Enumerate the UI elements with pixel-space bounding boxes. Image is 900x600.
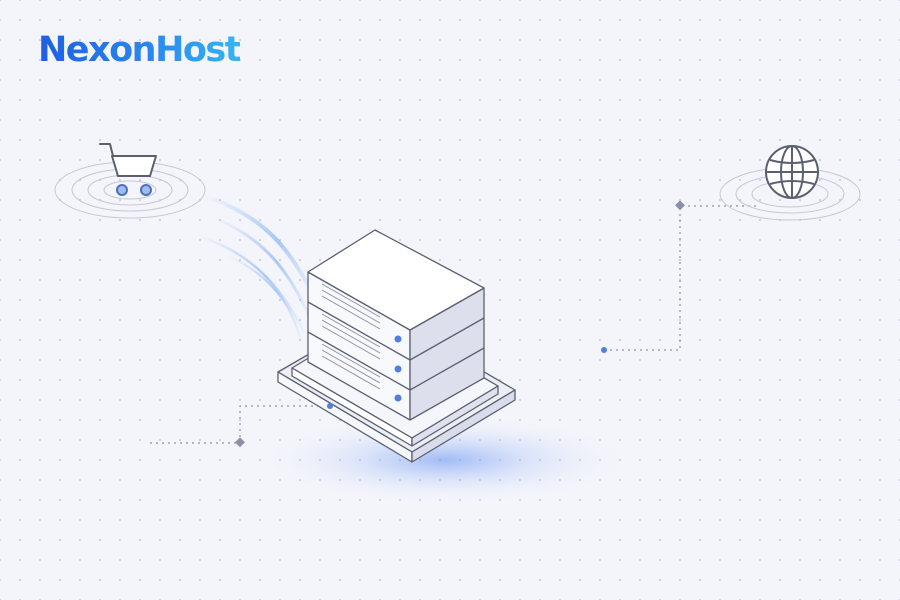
- shopping-cart-icon: [99, 143, 157, 196]
- floor-glow: [255, 415, 635, 505]
- connector-nodes: [235, 200, 685, 448]
- brand-logo: NexonHost: [38, 30, 241, 70]
- server-vents: [321, 283, 381, 390]
- connector-dot: [601, 347, 607, 353]
- airflow-streaks: [196, 194, 317, 339]
- server-status-leds: [394, 335, 402, 402]
- connector-lines: [150, 205, 760, 444]
- server-stack-icon: [277, 229, 516, 463]
- globe-icon: [765, 145, 819, 199]
- base-connector-dot: [327, 403, 333, 409]
